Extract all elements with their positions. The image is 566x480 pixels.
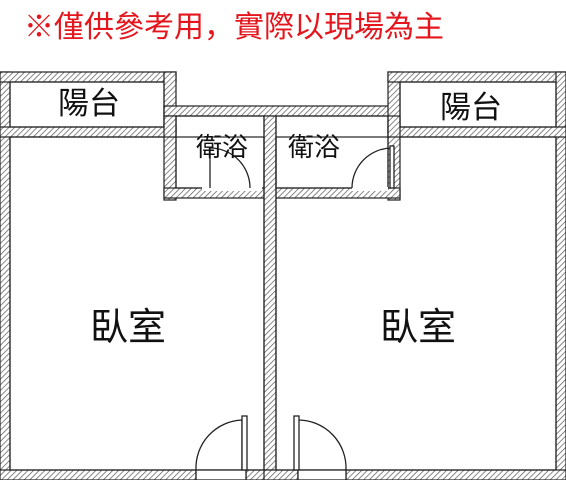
right-bedroom-door: [293, 415, 347, 480]
wall-right-balcony-divider: [387, 126, 566, 138]
right-bath-door: [351, 145, 395, 191]
wall-left-balcony-divider: [0, 126, 177, 138]
right-bathroom-label: 衛浴: [288, 133, 340, 163]
doors: [195, 145, 395, 480]
walls: [0, 71, 566, 480]
wall-notch-top: [163, 105, 399, 117]
disclaimer-text: ※僅供參考用，實際以現場為主: [24, 10, 444, 45]
left-bedroom-label: 臥室: [90, 305, 166, 349]
right-balcony-label: 陽台: [440, 90, 502, 126]
wall-left-bath-side: [163, 115, 177, 201]
wall-right-top: [387, 71, 566, 83]
left-bedroom-door: [195, 415, 248, 480]
left-balcony-label: 陽台: [58, 86, 120, 122]
wall-left-top: [0, 71, 177, 83]
left-bath-door: [202, 147, 262, 191]
left-bathroom-label: 衛浴: [196, 133, 248, 163]
room-outlines: [9, 81, 557, 471]
wall-bottom-left-a: [0, 469, 197, 480]
wall-bottom-right-b: [345, 469, 566, 480]
wall-center-partition: [263, 115, 277, 480]
right-bedroom-label: 臥室: [380, 305, 456, 349]
wall-bottom-right-a: [263, 469, 299, 480]
